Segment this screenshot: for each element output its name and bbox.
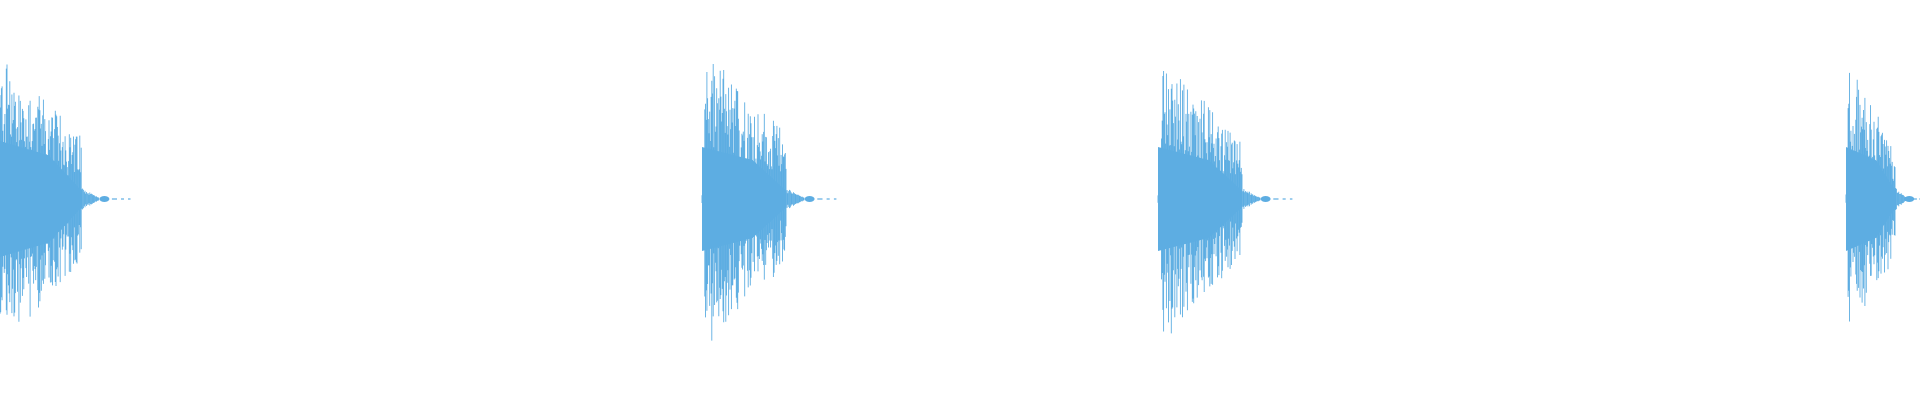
waveform-core xyxy=(1158,147,1243,251)
waveform-tail-blip xyxy=(804,196,815,202)
waveform-tail-blip xyxy=(1904,196,1915,202)
waveform-burst-4 xyxy=(1845,72,1920,322)
waveform-burst-1 xyxy=(0,64,131,322)
waveform-core xyxy=(1846,147,1896,251)
waveform-burst-3 xyxy=(1157,71,1293,334)
waveform-burst-2 xyxy=(701,64,837,341)
waveform-tail-blip xyxy=(1260,196,1271,202)
waveform-core xyxy=(0,141,82,257)
waveform-tail-blip xyxy=(99,196,110,202)
waveform-core xyxy=(702,147,787,251)
